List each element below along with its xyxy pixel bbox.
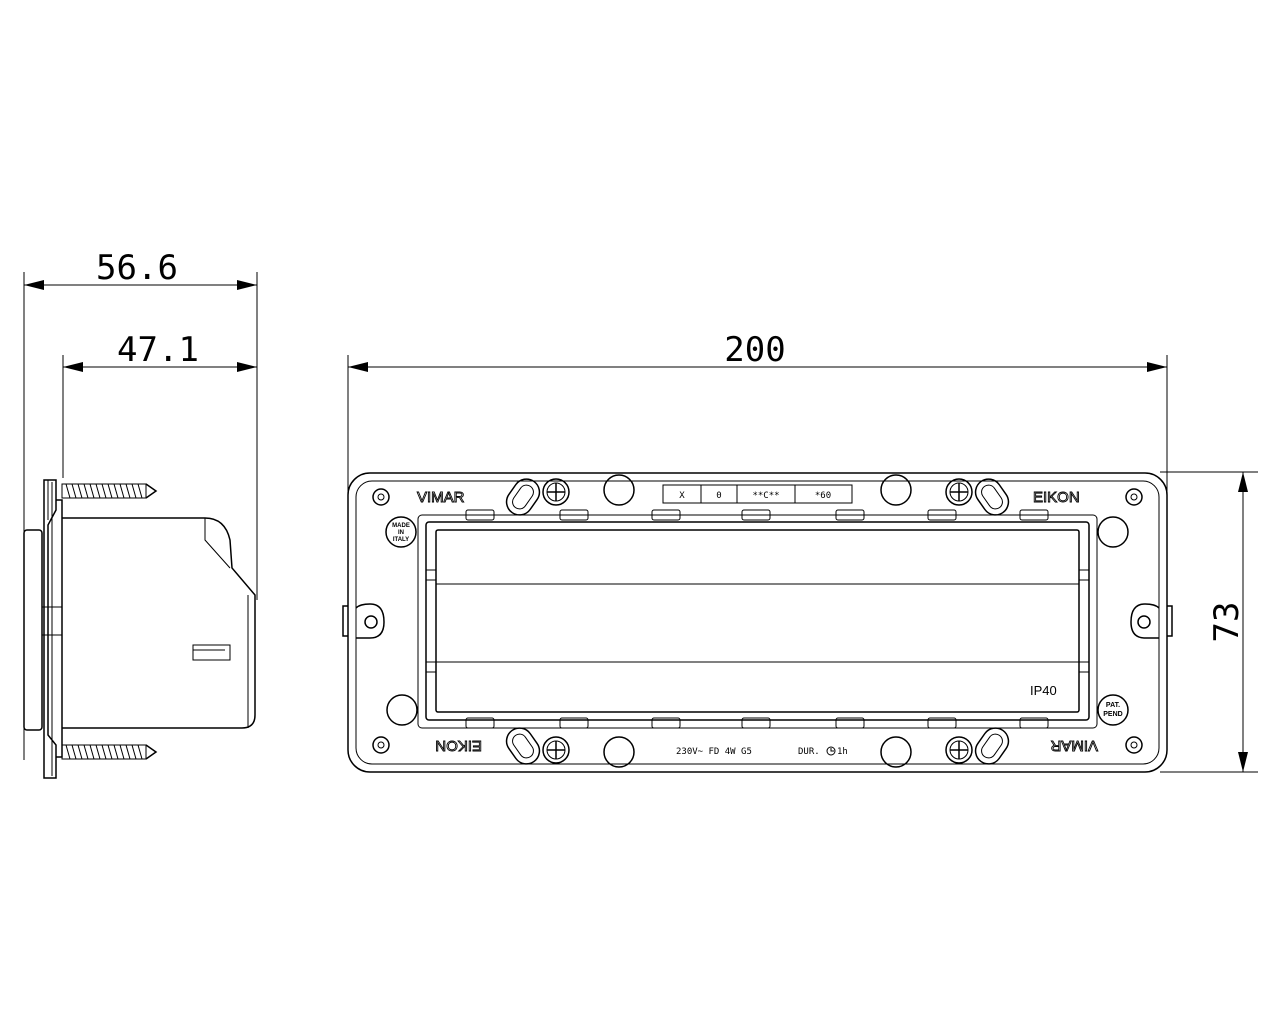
box-body: [62, 517, 256, 729]
corner-hole-bottom-right: [1125, 736, 1143, 754]
outer-frame: [347, 472, 1168, 773]
fixing-hole-right: [1097, 516, 1129, 548]
screw-top: [61, 483, 158, 499]
fixing-hole-top-2: [880, 474, 912, 506]
svg-text:PAT.: PAT.: [1106, 702, 1120, 709]
aperture-inner: [435, 529, 1080, 713]
svg-text:IN: IN: [398, 530, 404, 536]
made-in-italy-badge: MADE IN ITALY: [385, 516, 417, 548]
side-lug-right: [1130, 603, 1173, 639]
slot-hole-bottom-right: [974, 727, 1010, 765]
slot-hole-top-right: [974, 478, 1010, 516]
patent-pending-badge: PAT. PEND: [1097, 694, 1129, 726]
series-eikon-top-right: EIKON: [1033, 489, 1080, 506]
dimension-overall-depth: 56.6: [96, 248, 178, 288]
cover-plate-edge: [23, 529, 43, 731]
series-eikon-bottom-left: EIKON: [435, 737, 482, 754]
svg-text:PEND: PEND: [1103, 711, 1122, 718]
ip-rating: IP40: [1030, 683, 1057, 698]
corner-hole-top-right: [1125, 488, 1143, 506]
brand-vimar-bottom-right: VIMAR: [1050, 737, 1098, 754]
clips-top: [465, 509, 1049, 521]
aperture-band: [417, 514, 1098, 729]
side-clip: [41, 606, 63, 636]
duration-label: DUR.: [798, 747, 820, 757]
code-cell-2: 0: [716, 491, 721, 501]
dimension-height: 73: [1207, 602, 1247, 643]
corner-hole-top-left: [372, 488, 390, 506]
slot-hole-bottom-left: [505, 727, 541, 765]
duration-value: 1h: [837, 747, 848, 757]
flange-step: [56, 499, 63, 758]
dimension-width: 200: [724, 330, 785, 370]
svg-text:ITALY: ITALY: [393, 537, 409, 543]
brand-vimar-top-left: VIMAR: [417, 489, 465, 506]
box-shoulder: [204, 518, 231, 569]
flange-edge: [47, 480, 53, 776]
electrical-rating: 230V~ FD 4W G5: [676, 747, 752, 757]
outer-frame-inner-edge: [355, 480, 1160, 765]
dimension-body-depth: 47.1: [117, 330, 199, 370]
aperture-side-notches: [426, 569, 1089, 673]
code-cell-4: *60: [815, 491, 831, 501]
screw-bottom: [61, 744, 158, 760]
screw-head-bottom-left: [542, 736, 570, 764]
box-knockout: [192, 644, 231, 661]
aperture-outer: [425, 521, 1090, 721]
front-view: 200 73: [342, 330, 1258, 773]
corner-hole-bottom-left: [372, 736, 390, 754]
front-flange: [43, 479, 57, 779]
fixing-hole-bottom-1: [603, 736, 635, 768]
screw-head-top-left: [542, 478, 570, 506]
side-view: 56.6 47.1: [23, 248, 258, 779]
side-lug-left: [342, 603, 385, 639]
code-table: X 0 **C** *60: [662, 484, 853, 504]
screw-head-top-right: [945, 478, 973, 506]
screw-head-bottom-right: [945, 736, 973, 764]
svg-text:MADE: MADE: [392, 523, 410, 529]
clips-bottom: [465, 717, 1049, 729]
code-cell-1: X: [679, 491, 685, 501]
code-cell-3: **C**: [752, 491, 779, 501]
slot-hole-top-left: [505, 478, 541, 516]
clock-icon: [826, 746, 836, 756]
fixing-hole-bottom-2: [880, 736, 912, 768]
fixing-hole-left: [386, 694, 418, 726]
fixing-hole-top-1: [603, 474, 635, 506]
